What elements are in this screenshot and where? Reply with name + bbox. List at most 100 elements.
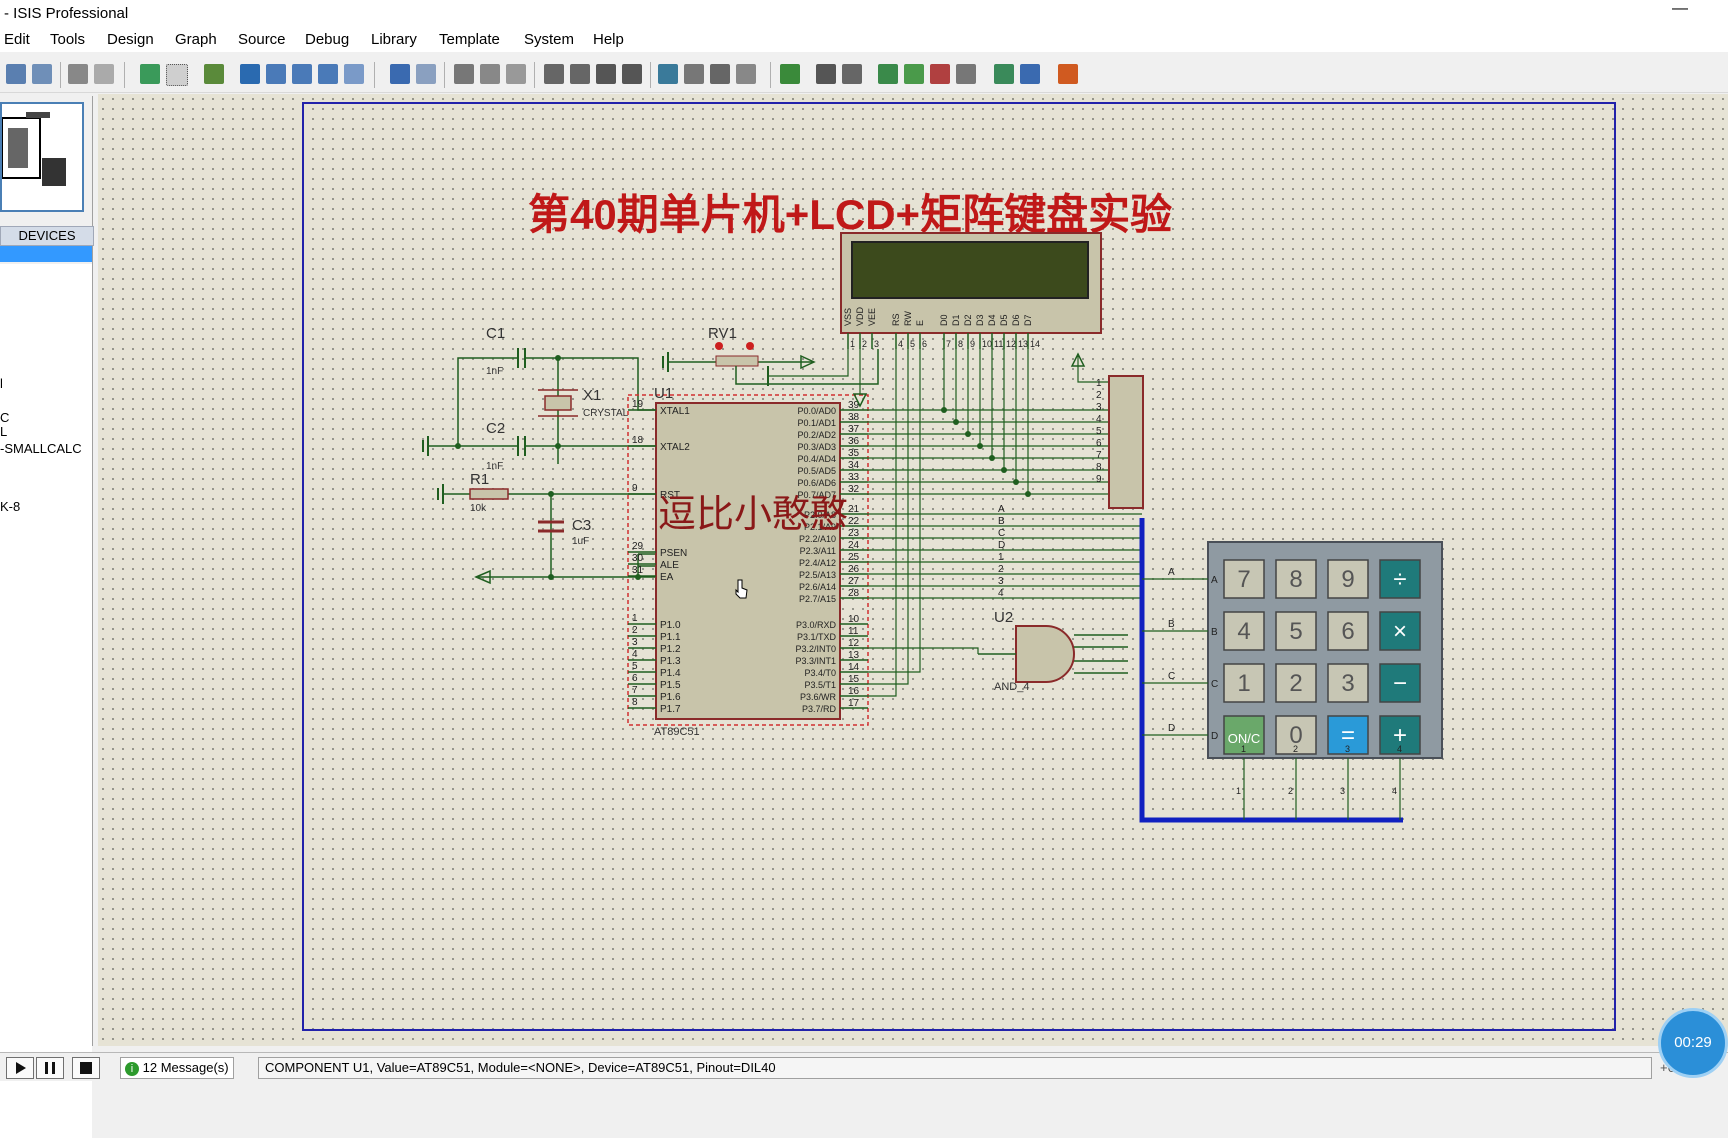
lcd-pin-name: RW	[903, 311, 913, 326]
lcd-pin-number: 7	[946, 339, 951, 349]
u1-pin-name: P1.3	[660, 656, 681, 667]
resistor-pack-pin-number: 2	[1096, 390, 1102, 401]
packaging-icon[interactable]	[710, 64, 730, 84]
device-item[interactable]: -SMALLCALC	[0, 441, 82, 456]
overview-window[interactable]	[0, 102, 84, 212]
zoom-out-icon[interactable]	[292, 64, 312, 84]
keypad-key	[1379, 663, 1421, 703]
new-sheet-icon[interactable]	[878, 64, 898, 84]
property-tool-icon[interactable]	[842, 64, 862, 84]
u1-pin-name: P2.0/A8	[804, 510, 836, 520]
redo-icon[interactable]	[416, 64, 436, 84]
menu-debug[interactable]: Debug	[305, 31, 350, 48]
recording-timer[interactable]: 00:29	[1658, 1008, 1728, 1078]
pause-button[interactable]	[36, 1057, 64, 1079]
device-list[interactable]: l C L -SMALLCALC K-8	[0, 264, 92, 1138]
keypad-row-net: B	[1168, 619, 1175, 630]
device-item[interactable]: C	[0, 410, 10, 425]
wire-autorouter-icon[interactable]	[780, 64, 800, 84]
menu-system[interactable]: System	[524, 31, 575, 48]
resistor-pack-pin-number: 4	[1096, 414, 1102, 425]
menu-template[interactable]: Template	[439, 31, 500, 48]
u1-pin-number: 14	[848, 662, 860, 673]
u1-pin-number: 31	[632, 565, 644, 576]
play-button[interactable]	[6, 1057, 34, 1079]
zoom-area-icon[interactable]	[344, 64, 364, 84]
u1-selection-box	[627, 394, 869, 726]
block-delete-icon[interactable]	[622, 64, 642, 84]
c3-value: 1uF	[572, 536, 589, 547]
decompose-icon[interactable]	[736, 64, 756, 84]
menu-design[interactable]: Design	[107, 31, 154, 48]
lcd-pin-name: E	[915, 320, 925, 326]
u2-and-gate	[978, 625, 1128, 683]
block-move-icon[interactable]	[570, 64, 590, 84]
u1-pin-number: 13	[848, 650, 860, 661]
undo-icon[interactable]	[390, 64, 410, 84]
selected-device[interactable]	[0, 246, 92, 262]
add-sheet-icon[interactable]	[904, 64, 924, 84]
pick-device-icon[interactable]	[658, 64, 678, 84]
zoom-all-icon[interactable]	[318, 64, 338, 84]
menu-tools[interactable]: Tools	[50, 31, 86, 48]
origin-icon[interactable]	[204, 64, 224, 84]
u1-pin-name: P2.3/A11	[800, 546, 836, 556]
save-all-icon[interactable]	[32, 64, 52, 84]
zoom-in-icon[interactable]	[266, 64, 286, 84]
lcd-pin-number: 9	[970, 339, 975, 349]
save-design-icon[interactable]	[6, 64, 26, 84]
pan-icon[interactable]	[240, 64, 260, 84]
menu-graph[interactable]: Graph	[175, 31, 217, 48]
refresh-icon[interactable]	[140, 64, 160, 84]
control-wire	[868, 349, 921, 673]
device-item[interactable]: K-8	[0, 499, 21, 514]
keypad-key	[1327, 611, 1369, 651]
paste-icon[interactable]	[506, 64, 526, 84]
resistor-pack-pin-number: 6	[1096, 438, 1102, 449]
block-rotate-icon[interactable]	[596, 64, 616, 84]
keypad-col-net: 2	[1288, 786, 1293, 796]
device-item[interactable]: L	[0, 424, 8, 439]
lcd-pin-name: D0	[939, 314, 949, 326]
menu-edit[interactable]: Edit	[4, 31, 30, 48]
u1-part: AT89C51	[654, 726, 700, 738]
make-device-icon[interactable]	[684, 64, 704, 84]
grid-icon[interactable]	[166, 64, 188, 86]
block-copy-icon[interactable]	[544, 64, 564, 84]
exit-parent-icon[interactable]	[956, 64, 976, 84]
u1-pin-number: 19	[632, 399, 644, 410]
minimize-button[interactable]: —	[1672, 0, 1688, 17]
lcd-pin-name: D3	[975, 314, 985, 326]
u1-pin-number: 11	[848, 626, 859, 637]
ares-icon[interactable]	[1058, 64, 1078, 84]
print-icon[interactable]	[68, 64, 88, 84]
remove-sheet-icon[interactable]	[930, 64, 950, 84]
lcd-pin-name: VDD	[855, 306, 865, 326]
lcd-pin-name: D5	[999, 314, 1009, 326]
u1-pin-number: 9	[632, 483, 638, 494]
messages-indicator[interactable]: i 12 Message(s)	[120, 1057, 234, 1079]
copy-icon[interactable]	[480, 64, 500, 84]
menu-library[interactable]: Library	[371, 31, 417, 48]
keypad-key-label: 5	[1289, 618, 1302, 645]
u1-pin-number: 38	[848, 412, 860, 423]
stop-button[interactable]	[72, 1057, 100, 1079]
u1-pin-number: 10	[848, 614, 860, 625]
u2-part: AND_4	[994, 681, 1029, 693]
bill-of-materials-icon[interactable]	[994, 64, 1014, 84]
menu-help[interactable]: Help	[593, 31, 624, 48]
device-item[interactable]: l	[0, 376, 3, 391]
lcd-pin-number: 14	[1030, 339, 1040, 349]
u1-pin-name: P3.5/T1	[804, 680, 836, 690]
search-icon[interactable]	[816, 64, 836, 84]
r1-value: 10k	[470, 503, 487, 514]
print-area-icon[interactable]	[94, 64, 114, 84]
u1-pin-name: RST	[660, 490, 680, 501]
electrical-check-icon[interactable]	[1020, 64, 1040, 84]
keypad-key-label: −	[1393, 670, 1407, 697]
cut-icon[interactable]	[454, 64, 474, 84]
menu-source[interactable]: Source	[238, 31, 286, 48]
u1-pin-name: P0.3/AD3	[797, 442, 836, 452]
